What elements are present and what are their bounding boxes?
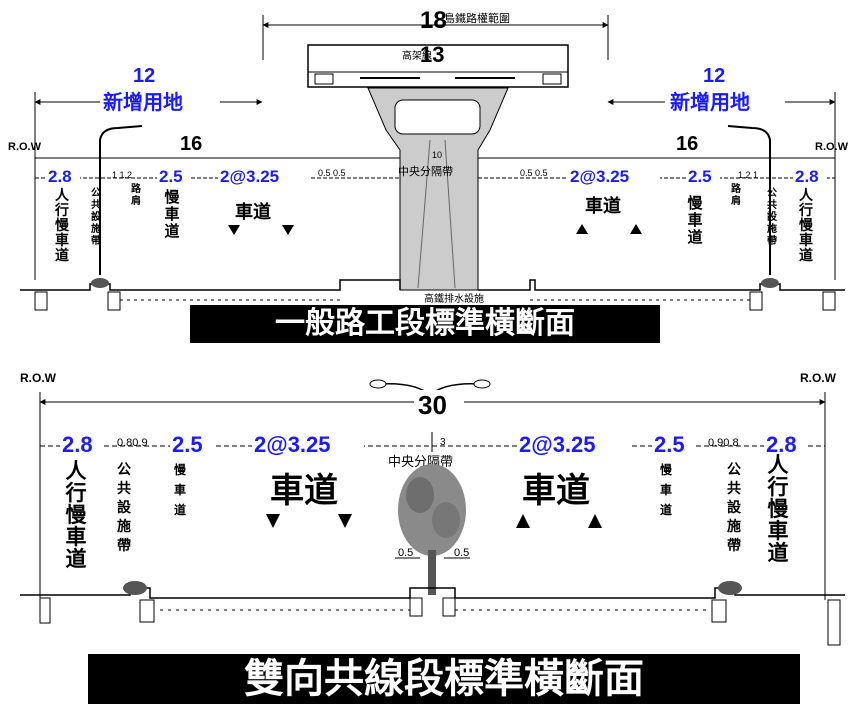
sidewalk-width-bottom-right: 2.8 — [766, 432, 797, 457]
lane-label-top-right: 車道 — [585, 195, 621, 217]
pier-void — [394, 99, 481, 135]
shrub-left — [123, 581, 147, 595]
sidewalk-label-top-left: 人行慢車道 — [54, 187, 70, 264]
median-small-left: 0.5 0.5 — [318, 168, 346, 178]
road-width-right: 16 — [676, 133, 698, 155]
dim-18-note: 島鐵路權範圍 — [444, 11, 510, 25]
new-land-label-left: 新增用地 — [103, 90, 183, 114]
down-arrow-icon — [282, 225, 294, 235]
slow-lane-width-left: 2.5 — [159, 167, 183, 186]
street-lamp-right — [727, 125, 771, 275]
up-arrow-icon — [630, 224, 642, 234]
new-land-width-left: 12 — [133, 65, 155, 87]
curb-label-top-right: 路肩 — [731, 182, 742, 207]
slow-lane-width-right: 2.5 — [688, 167, 712, 186]
sidewalk-label-top-right: 人行慢車道 — [798, 187, 814, 264]
dim-18: 18 — [420, 7, 447, 34]
down-arrow-icon — [266, 514, 280, 528]
utility-label-bottom-right: 公共設施帶 — [727, 462, 742, 554]
slow-lane-width-bottom-right: 2.5 — [654, 432, 685, 457]
small-dims-right: 1.2 1 — [738, 170, 758, 180]
small-dims-left: 1 1.2 — [112, 170, 132, 180]
utility-dims-right: 0.90.8 — [708, 437, 739, 449]
down-arrow-icon — [228, 225, 240, 235]
row-label-top-left: R.O.W — [8, 141, 42, 153]
utility-label-bottom-left: 公共設施帶 — [117, 462, 132, 554]
curb-label-top-left: 路肩 — [131, 182, 142, 207]
sidewalk-width-right: 2.8 — [795, 167, 819, 186]
utility-dims-left: 0.80.9 — [117, 437, 148, 449]
median-label-top: 中央分隔帶 — [398, 165, 453, 178]
lane-width-left: 2@3.25 — [220, 167, 279, 186]
utility-label-top-right: 公共設施帶 — [767, 187, 778, 247]
up-arrow-icon — [516, 514, 530, 528]
slow-lane-label-top-right: 慢車道 — [687, 194, 703, 246]
median-width-bottom: 3 — [440, 437, 446, 448]
median-small-right: 0.5 0.5 — [520, 168, 548, 178]
shrub-right — [718, 581, 742, 595]
sidewalk-width-left: 2.8 — [48, 167, 72, 186]
utility-label-top-left: 公共設施帶 — [91, 187, 102, 247]
street-lamp-left — [99, 125, 143, 275]
slow-lane-width-bottom-left: 2.5 — [172, 432, 203, 457]
new-land-width-right: 12 — [703, 65, 725, 87]
median-sub-left: 0.5 — [398, 547, 413, 559]
lane-width-bottom-right: 2@3.25 — [519, 432, 596, 457]
sidewalk-label-bottom-right: 人行慢車道 — [767, 453, 790, 565]
median-sub-right: 0.5 — [454, 547, 469, 559]
lane-width-bottom-left: 2@3.25 — [254, 432, 331, 457]
row-label-bottom-left: R.O.W — [20, 371, 57, 385]
down-arrow-icon — [338, 514, 352, 528]
slow-lane-label-bottom-right: 慢車道 — [660, 462, 673, 517]
bottom-section-title: 雙向共線段標準橫斷面 — [88, 654, 800, 704]
lane-label-bottom-left: 車道 — [270, 471, 338, 511]
road-width-left: 16 — [180, 133, 202, 155]
up-arrow-icon — [576, 224, 588, 234]
median-width: 10 — [432, 150, 442, 160]
top-section-title: 一般路工段標準橫斷面 — [190, 305, 660, 343]
sidewalk-label-bottom-left: 人行慢車道 — [65, 459, 88, 571]
drain-label: 高鐵排水設施 — [424, 292, 484, 305]
lane-width-right: 2@3.25 — [570, 167, 629, 186]
row-label-top-right: R.O.W — [815, 141, 849, 153]
new-land-label-right: 新增用地 — [670, 90, 750, 114]
viaduct-label: 高架線 — [402, 49, 432, 62]
row-label-bottom-right: R.O.W — [800, 371, 837, 385]
slow-lane-label-top-left: 慢車道 — [164, 188, 180, 240]
lane-label-top-left: 車道 — [235, 201, 271, 223]
dim-13: 13 — [420, 42, 444, 67]
sidewalk-width-bottom-left: 2.8 — [62, 432, 93, 457]
up-arrow-icon — [588, 514, 602, 528]
viaduct-deck — [307, 44, 569, 88]
slow-lane-label-bottom-left: 慢車道 — [174, 462, 187, 517]
total-width-30: 30 — [418, 390, 447, 420]
lane-label-bottom-right: 車道 — [522, 471, 590, 511]
